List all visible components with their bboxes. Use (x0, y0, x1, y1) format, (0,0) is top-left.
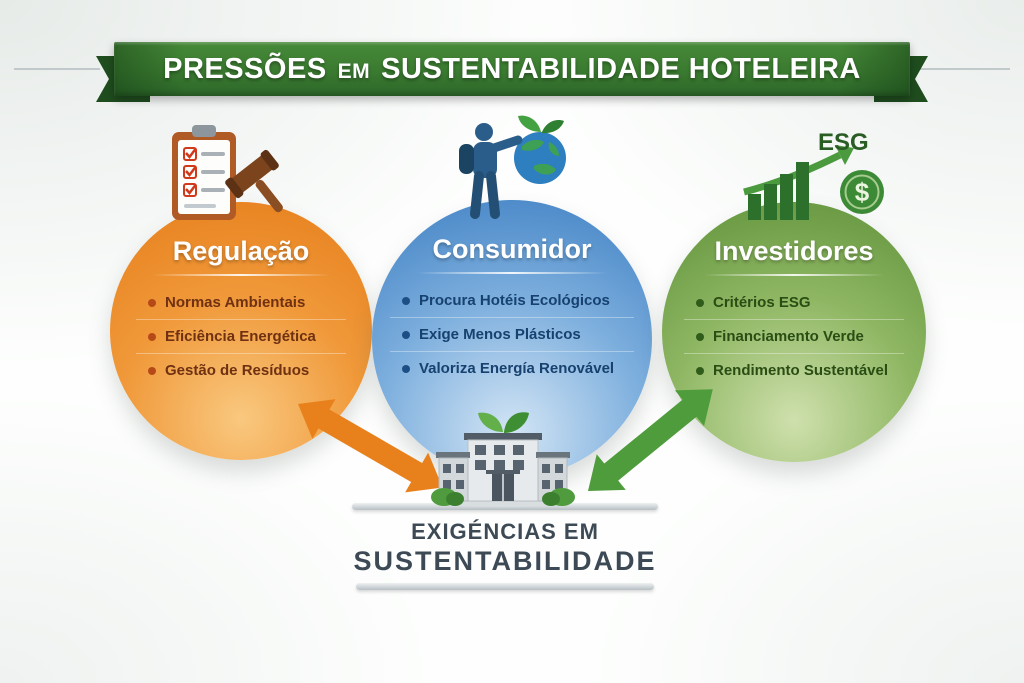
bullet-dot (402, 296, 410, 305)
green-double-arrow (588, 389, 713, 491)
list-item: Procura Hotéis Ecológicos (390, 284, 634, 317)
bullet-dot (696, 298, 704, 307)
center-label-line2: SUSTENTABILIDADE (353, 546, 657, 576)
growth-arrowhead (835, 145, 854, 165)
bullet-dot (148, 298, 156, 307)
orange-double-arrow (298, 399, 443, 493)
list-item: Normas Ambientais (136, 286, 346, 319)
regulation-items: Normas Ambientais Eficiência Energética … (110, 286, 372, 387)
item-label: Rendimento Sustentável (713, 362, 889, 379)
item-label: Procura Hotéis Ecológicos (419, 292, 610, 309)
right-edge-line (920, 68, 1010, 70)
item-label: Valoriza Energía Renovável (419, 360, 615, 377)
item-label: Exige Menos Plásticos (419, 326, 581, 343)
bullet-dot (402, 330, 410, 339)
pressure-circle-consumer: Consumidor Procura Hotéis Ecológicos Exi… (372, 200, 652, 478)
circle-title: Investidores (714, 236, 874, 266)
center-label-line1: EXIGÉNCIAS EM (411, 519, 599, 544)
item-label: Normas Ambientais (165, 294, 306, 311)
bushes (431, 488, 575, 506)
investors-items: Critérios ESG Financiamento Verde Rendim… (662, 286, 926, 387)
item-label: Gestão de Resíduos (165, 362, 310, 379)
clipboard-icon (172, 125, 236, 220)
banner-body: PRESSÕES EM SUSTENTABILIDADE HOTELEIRA (114, 42, 910, 96)
globe-icon (514, 132, 566, 184)
leaf-icon (518, 115, 564, 134)
bar-chart-icon (748, 162, 809, 220)
pressure-circle-investors: Investidores Critérios ESG Financiamento… (662, 202, 926, 462)
dollar-coin-icon: $ (840, 170, 884, 214)
list-item: Exige Menos Plásticos (390, 317, 634, 351)
list-item: Valoriza Energía Renovável (390, 351, 634, 385)
banner-title-part: SUSTENTABILIDADE HOTELEIRA (381, 53, 861, 85)
esg-growth-coin-icon: ESG $ (743, 129, 884, 220)
divider-bottom (356, 583, 654, 590)
esg-label: ESG (818, 129, 869, 156)
list-item: Financiamento Verde (684, 319, 904, 353)
leaf-icon (478, 412, 529, 433)
banner-title-part: EM (337, 60, 371, 83)
consumer-items: Procura Hotéis Ecológicos Exige Menos Pl… (372, 284, 652, 385)
bullet-dot (148, 332, 156, 341)
list-item: Critérios ESG (684, 286, 904, 319)
title-banner: PRESSÕES EM SUSTENTABILIDADE HOTELEIRA (96, 42, 928, 102)
eco-hotel-icon (431, 412, 575, 507)
list-item: Gestão de Resíduos (136, 353, 346, 387)
bullet-dot (148, 366, 156, 375)
clipboard-gavel-icon (172, 125, 283, 220)
list-item: Eficiência Energética (136, 319, 346, 353)
list-item: Rendimento Sustentável (684, 353, 904, 387)
title-underline (704, 274, 884, 276)
center-label: EXIGÉNCIAS EM SUSTENTABILIDADE (352, 503, 658, 590)
gavel-icon (225, 149, 283, 213)
bullet-dot (402, 364, 410, 373)
item-label: Critérios ESG (713, 294, 811, 311)
circle-title: Regulação (172, 236, 310, 266)
left-edge-line (14, 68, 100, 70)
traveler-globe-icon (459, 115, 566, 219)
banner-title-part: PRESSÕES (163, 53, 327, 85)
traveler-icon (459, 123, 523, 219)
item-label: Eficiência Energética (165, 328, 316, 345)
bullet-dot (696, 366, 704, 375)
bullet-dot (696, 332, 704, 341)
title-underline (151, 274, 331, 276)
dollar-sign: $ (855, 177, 870, 207)
title-underline (416, 272, 608, 274)
circle-title: Consumidor (432, 234, 592, 264)
building (436, 433, 570, 502)
item-label: Financiamento Verde (713, 328, 864, 345)
